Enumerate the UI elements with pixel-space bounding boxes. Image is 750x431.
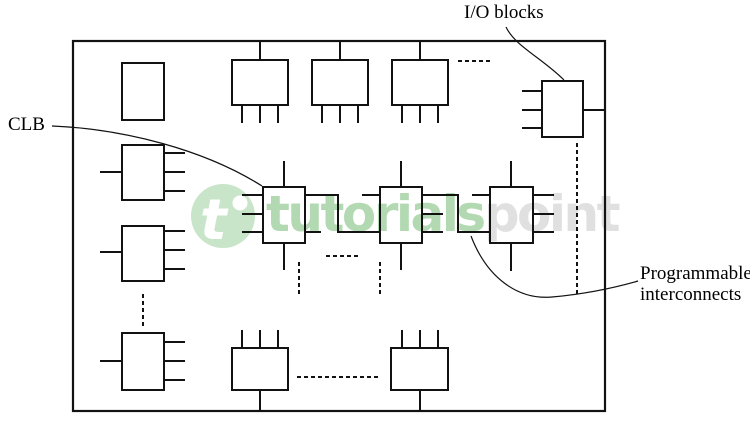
watermark-brand-first: tutorials	[266, 185, 484, 243]
io-block-bottom-1	[231, 330, 289, 411]
clb-middle-2	[362, 161, 443, 270]
programmable-interconnects-label-line2: interconnects	[640, 284, 742, 305]
programmable-leader-line	[470, 235, 639, 298]
continuation-dashes	[142, 60, 578, 378]
clb-leader-line	[51, 125, 263, 187]
io-blocks-leader-line	[505, 26, 565, 81]
programmable-interconnect-2	[422, 194, 490, 233]
watermark-logo-glyph: t	[200, 188, 229, 253]
programmable-interconnect-1	[305, 194, 380, 233]
programmable-interconnects-label: Programmable interconnects	[640, 263, 750, 305]
programmable-interconnects-label-line1: Programmable	[640, 263, 750, 284]
io-block-top-2	[311, 41, 369, 123]
io-block-top-3	[391, 41, 449, 123]
io-blocks-label: I/O blocks	[464, 2, 544, 23]
diagram-strokes	[51, 26, 639, 413]
io-block-right	[522, 80, 605, 138]
clb-left-3	[100, 332, 185, 391]
io-block-bottom-2	[390, 330, 449, 411]
block-plain-top-left	[121, 62, 165, 121]
clb-left-1	[100, 144, 185, 201]
clb-middle-1	[242, 161, 321, 270]
clb-left-2	[100, 225, 185, 282]
clb-middle-3	[472, 161, 554, 271]
clb-label: CLB	[8, 114, 45, 135]
io-block-top-1	[231, 41, 289, 123]
leader-lines	[51, 26, 639, 298]
watermark-logo-dot	[232, 195, 248, 211]
